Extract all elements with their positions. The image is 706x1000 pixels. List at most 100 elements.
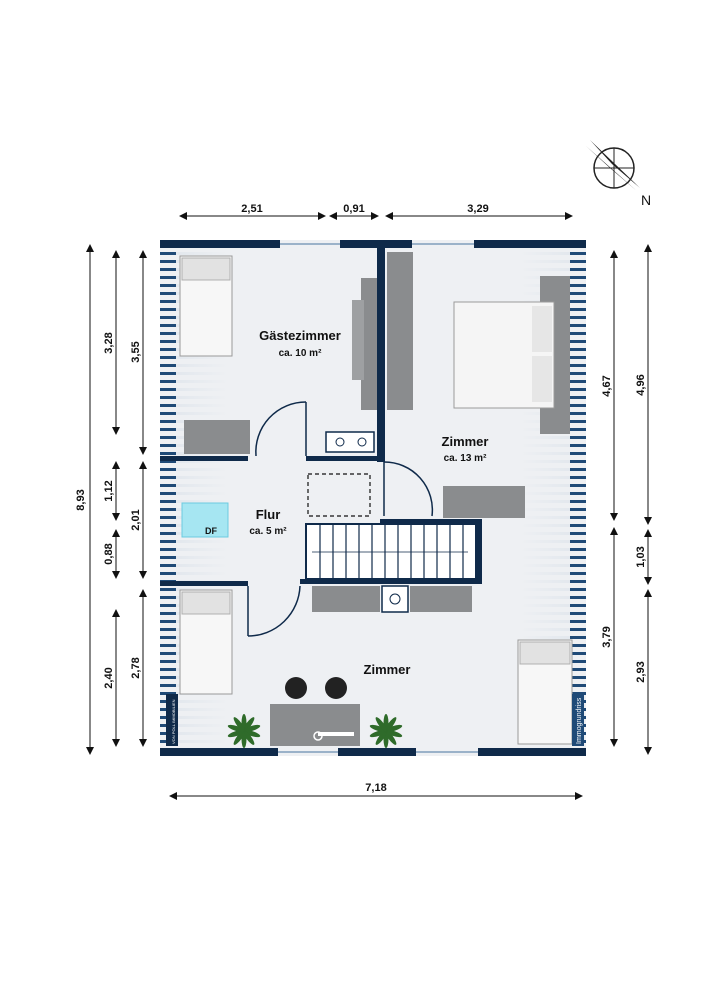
slope-stripe-edge (570, 452, 586, 455)
slope-stripe-edge (570, 524, 586, 527)
slope-stripe-edge (160, 420, 176, 423)
slope-stripe-edge (160, 684, 176, 687)
slope-stripe-edge (570, 460, 586, 463)
desk (270, 704, 360, 746)
dim-top-1: 2,51 (241, 203, 262, 215)
slope-stripe-edge (160, 548, 176, 551)
slope-stripe-edge (160, 620, 176, 623)
slope-stripe-edge (160, 252, 176, 255)
slope-stripe (160, 500, 228, 503)
slope-stripe-edge (160, 508, 176, 511)
slope-stripe (520, 580, 586, 583)
slope-stripe-edge (160, 260, 176, 263)
brand-logo (166, 694, 178, 746)
slope-stripe (520, 636, 586, 639)
slope-stripe (520, 540, 586, 543)
slope-stripe-edge (160, 660, 176, 663)
slope-stripe-edge (160, 500, 176, 503)
slope-stripe-edge (160, 484, 176, 487)
dim-right-outer-2: 1,03 (635, 546, 647, 567)
interior-walls (160, 240, 482, 586)
slope-stripe (520, 596, 586, 599)
slope-stripe-edge (160, 364, 176, 367)
slope-stripe-edge (570, 324, 586, 327)
slope-stripe (160, 252, 228, 255)
slope-stripe-edge (570, 284, 586, 287)
slope-stripe (160, 572, 228, 575)
slope-stripe (520, 524, 586, 527)
dim-left-total: 8,93 (75, 489, 87, 510)
slope-stripe-edge (570, 380, 586, 383)
slope-stripe-edge (570, 604, 586, 607)
slope-stripe (160, 740, 228, 743)
skylight: DF (181, 502, 229, 538)
slope-stripe (520, 436, 586, 439)
room-name-hall: Flur (256, 507, 281, 522)
slope-stripe (520, 252, 586, 255)
slope-stripe-edge (160, 692, 176, 695)
brand-logo-text: VON POLL IMMOBILIEN (171, 699, 176, 744)
slope-stripe-edge (160, 572, 176, 575)
slope-stripe-edge (570, 676, 586, 679)
dim-left-inner-1: 3,28 (103, 332, 115, 353)
plant-leaf (233, 717, 245, 732)
slope-stripe-edge (160, 532, 176, 535)
slope-stripe (160, 708, 228, 711)
slope-stripe (160, 364, 228, 367)
slope-stripe (520, 444, 586, 447)
watermark-box (572, 694, 584, 746)
slope-stripe-edge (570, 276, 586, 279)
slope-stripe (160, 540, 228, 543)
slope-stripe (520, 628, 586, 631)
slope-stripe-edge (160, 516, 176, 519)
slope-stripe (520, 492, 586, 495)
slope-stripe-edge (570, 492, 586, 495)
slope-stripe-edge (570, 428, 586, 431)
slope-stripe-edge (570, 292, 586, 295)
dim-right-inner-2: 3,79 (601, 626, 613, 647)
slope-stripe-edge (570, 404, 586, 407)
slope-stripe-edge (160, 300, 176, 303)
slope-stripe (160, 396, 228, 399)
slope-stripe-edge (570, 628, 586, 631)
slope-stripe-edge (570, 316, 586, 319)
slope-stripe-edge (160, 524, 176, 527)
slope-stripe-edge (570, 420, 586, 423)
slope-stripe (160, 476, 228, 479)
slope-stripe (160, 732, 228, 735)
room-name-south: Zimmer (364, 662, 411, 677)
room-area-east: ca. 13 m² (444, 453, 487, 464)
slope-stripe (160, 724, 228, 727)
slope-stripe-edge (160, 628, 176, 631)
dim-right-outer-3: 2,93 (635, 661, 647, 682)
dim-left-mid-1: 3,55 (130, 341, 142, 362)
slope-stripe (160, 556, 228, 559)
slope-stripe (520, 548, 586, 551)
plant-leaf (369, 724, 387, 733)
slope-stripe (520, 604, 586, 607)
slope-stripe-edge (570, 268, 586, 271)
slope-stripe-edge (160, 468, 176, 471)
dim-left-inner-2: 1,12 (103, 480, 115, 501)
slope-stripe-edge (570, 444, 586, 447)
slope-stripe-edge (160, 476, 176, 479)
dim-bottom: 7,18 (365, 782, 386, 794)
slope-stripe-edge (570, 644, 586, 647)
slope-stripe-edge (570, 684, 586, 687)
slope-stripe (160, 484, 228, 487)
slope-stripe-edge (570, 348, 586, 351)
slope-stripe-edge (570, 564, 586, 567)
staircase (305, 473, 477, 580)
slope-stripe-edge (160, 436, 176, 439)
slope-stripe-edge (160, 396, 176, 399)
doors (247, 401, 434, 637)
slope-stripe (160, 404, 228, 407)
slope-stripe-edge (570, 396, 586, 399)
room-name-east: Zimmer (442, 434, 489, 449)
dim-left-mid-3: 2,78 (130, 657, 142, 678)
slope-stripe-edge (160, 388, 176, 391)
dimension-lines (86, 212, 652, 800)
slope-stripe (520, 452, 586, 455)
plant-leaf (375, 730, 387, 745)
slope-stripe (160, 492, 228, 495)
